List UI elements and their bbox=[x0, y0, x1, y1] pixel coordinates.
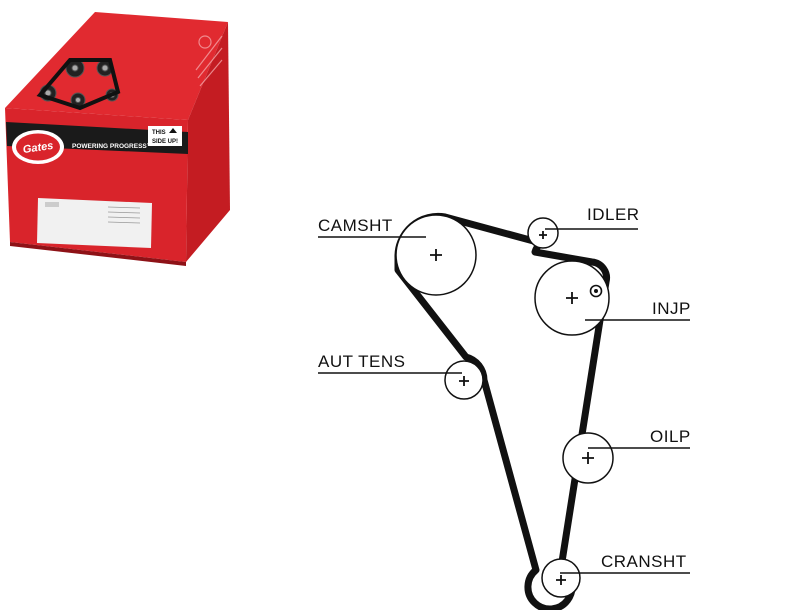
label-camsht: CAMSHT bbox=[318, 216, 393, 235]
injection-pump-pulley bbox=[534, 260, 610, 336]
center-cross-icon bbox=[566, 292, 578, 304]
timing-diagram: CAMSHT IDLER INJP AUT TENS OILP CRANSHT bbox=[318, 205, 691, 610]
label-injp: INJP bbox=[652, 299, 691, 318]
box-top-illustration bbox=[36, 58, 121, 111]
svg-text:SIDE UP!: SIDE UP! bbox=[152, 139, 178, 145]
side-up-sticker: THIS SIDE UP! bbox=[148, 126, 182, 146]
camshaft-pulley bbox=[395, 214, 477, 296]
box-white-label bbox=[37, 198, 152, 248]
box-side-decor bbox=[195, 35, 223, 87]
pin-hole-icon bbox=[589, 284, 603, 298]
leader-lines bbox=[318, 228, 690, 574]
box-tagline: POWERING PROGRESS™ bbox=[72, 143, 153, 150]
box-top-face bbox=[5, 12, 228, 120]
label-cransht: CRANSHT bbox=[601, 552, 687, 571]
auto-tensioner-pulley bbox=[444, 360, 484, 400]
center-cross-icon bbox=[430, 249, 442, 261]
label-logo-mark bbox=[45, 202, 59, 207]
center-cross-icon bbox=[582, 452, 594, 464]
center-cross-icon bbox=[539, 231, 547, 239]
label-oilp: OILP bbox=[650, 427, 691, 446]
product-box: Gates POWERING PROGRESS™ THIS SIDE UP! bbox=[5, 12, 230, 266]
crankshaft-pulley bbox=[541, 558, 581, 598]
box-side-face bbox=[186, 22, 230, 262]
label-barcode-lines bbox=[107, 206, 141, 224]
idler-pulley bbox=[527, 217, 559, 249]
oil-pump-pulley bbox=[562, 432, 614, 484]
center-cross-icon bbox=[459, 376, 469, 386]
svg-text:Gates: Gates bbox=[22, 140, 54, 156]
gates-logo: Gates bbox=[12, 130, 64, 164]
box-bottom-edge bbox=[10, 242, 186, 266]
svg-text:THIS: THIS bbox=[152, 130, 166, 136]
center-cross-icon bbox=[556, 575, 566, 585]
label-idler: IDLER bbox=[587, 205, 640, 224]
label-aut-tens: AUT TENS bbox=[318, 352, 405, 371]
